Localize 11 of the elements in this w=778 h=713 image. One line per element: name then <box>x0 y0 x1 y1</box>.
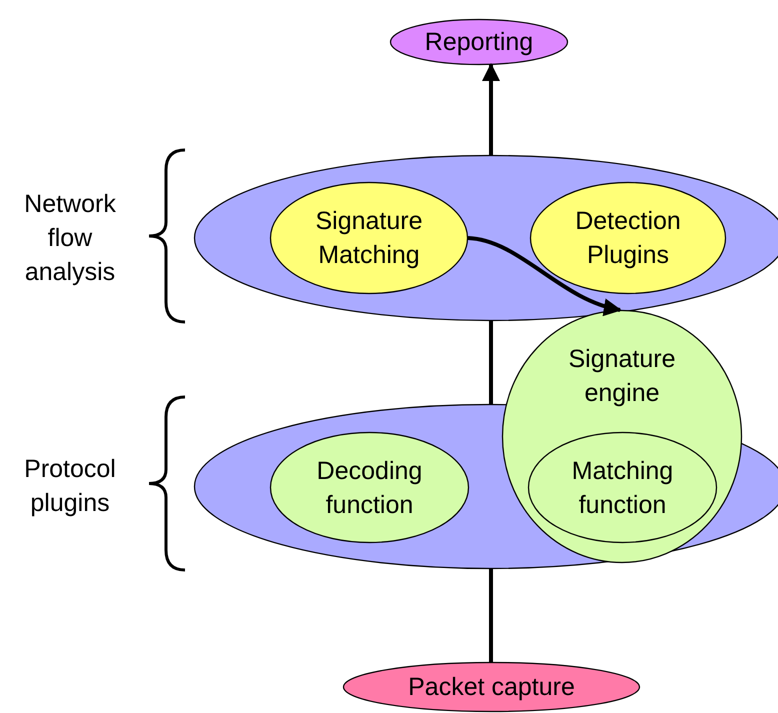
layer-label: Network flow analysis <box>23 189 117 288</box>
node-label: Reporting <box>424 27 534 58</box>
arrow <box>468 236 622 315</box>
arrow <box>482 63 500 155</box>
node-label: Matching function <box>570 456 674 520</box>
node-label: Detection Plugins <box>574 206 682 271</box>
node-label: Decoding function <box>316 456 424 520</box>
node-label: Signature Matching <box>314 206 424 271</box>
layer-label: Protocol plugins <box>23 454 117 519</box>
node-label: Packet capture <box>408 672 575 703</box>
node-label: Signature engine <box>567 344 677 409</box>
